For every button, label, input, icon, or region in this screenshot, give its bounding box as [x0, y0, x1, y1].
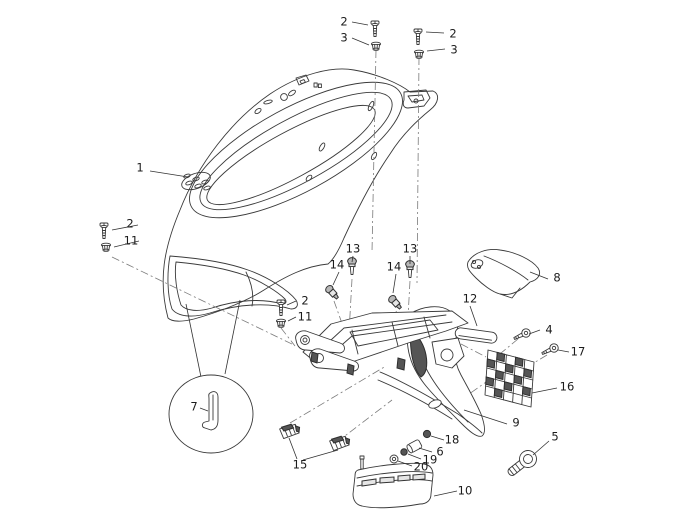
- callout-9: 9: [512, 415, 520, 430]
- callout-16: 16: [559, 379, 575, 394]
- spacer-stack: [389, 429, 432, 464]
- callout-14-right: 14: [386, 259, 402, 274]
- mesh-grille-part-16: [484, 349, 535, 408]
- callout-18: 18: [444, 432, 460, 447]
- callout-2-mid: 2: [301, 293, 309, 308]
- flanged-nut-icon: [100, 242, 112, 252]
- callout-13-right: 13: [402, 241, 418, 256]
- callout-11-left: 11: [123, 233, 139, 248]
- callout-4: 4: [545, 322, 553, 337]
- callout-7: 7: [190, 399, 198, 414]
- pan-head-screw-icon: [539, 341, 561, 358]
- callout-2-left: 2: [126, 216, 134, 231]
- callout-20: 20: [413, 459, 429, 474]
- carrier-bracket: [295, 310, 469, 376]
- spring-clip-icon: [278, 422, 302, 440]
- rubber-plug-part-5: [507, 450, 537, 476]
- callout-6: 6: [436, 444, 444, 459]
- expansion-pin-icon: [386, 293, 404, 312]
- callout-8: 8: [553, 270, 561, 285]
- spring-clips-part-15: [278, 422, 352, 452]
- callout-10: 10: [457, 483, 473, 498]
- nut-icon: [400, 448, 408, 456]
- callout-1: 1: [136, 160, 144, 175]
- flanged-nut-icon: [413, 49, 425, 59]
- callout-3-top-left: 3: [340, 30, 348, 45]
- top-fasteners: [370, 20, 425, 59]
- spring-clip-icon: [328, 434, 352, 452]
- callout-13-left: 13: [345, 241, 361, 256]
- screw-icon: [276, 299, 286, 316]
- callout-2-top-right: 2: [449, 26, 457, 41]
- callout-3-top-right: 3: [450, 42, 458, 57]
- callout-14-left: 14: [329, 257, 345, 272]
- screw-icon: [370, 20, 380, 37]
- body-panel-part-1: [162, 68, 438, 322]
- assembly-axis-lines: [111, 49, 548, 443]
- callout-15: 15: [292, 457, 308, 472]
- expansion-pin-icon: [323, 283, 341, 302]
- nut-icon: [422, 429, 432, 439]
- callout-5: 5: [551, 429, 559, 444]
- leader-lines: [111, 21, 570, 497]
- side-cover-part-8: [467, 249, 541, 299]
- grille-detail: [181, 171, 211, 191]
- callout-11-mid: 11: [297, 309, 313, 324]
- flanged-nut-icon: [370, 41, 382, 51]
- screw-icon: [99, 222, 109, 239]
- callout-17: 17: [570, 344, 586, 359]
- washer-icon: [389, 454, 399, 464]
- flanged-nut-icon: [275, 318, 287, 328]
- callout-12: 12: [462, 291, 478, 306]
- callout-19: 19: [422, 452, 438, 467]
- screw-icon: [413, 28, 423, 45]
- detail-circle-part-7: [168, 299, 254, 454]
- reflector-part-12: [454, 327, 498, 344]
- callout-2-top-left: 2: [340, 14, 348, 29]
- plate-lamp-part-10: [352, 455, 434, 509]
- retainer-clip-icon: [201, 391, 219, 431]
- pan-head-screw-icon: [511, 326, 533, 343]
- spacer-bushing-icon: [406, 439, 423, 454]
